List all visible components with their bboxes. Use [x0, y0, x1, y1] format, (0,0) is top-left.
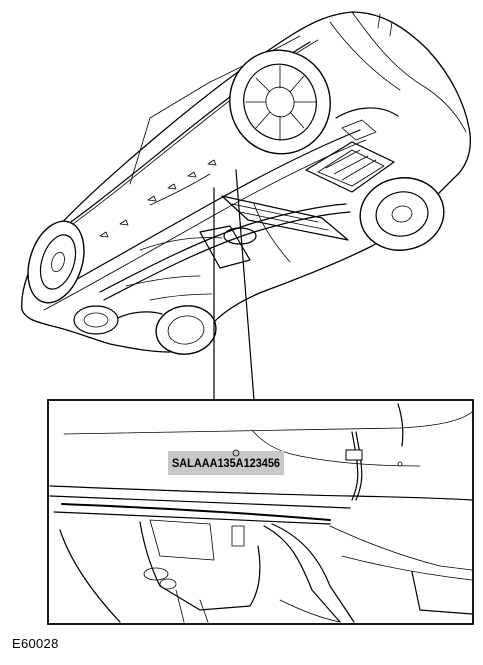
vehicle-underside-view — [21, 11, 472, 355]
figure-id-label: E60028 — [12, 636, 59, 651]
vin-number-text: SALAAA135A123456 — [172, 458, 280, 470]
vin-plate-rivet — [232, 449, 240, 457]
vin-plate-background — [168, 451, 284, 475]
detail-leader-lines — [213, 169, 255, 401]
vin-plate: SALAAA135A123456 — [168, 449, 284, 475]
vin-detail-inset: SALAAA135A123456 — [47, 399, 474, 625]
